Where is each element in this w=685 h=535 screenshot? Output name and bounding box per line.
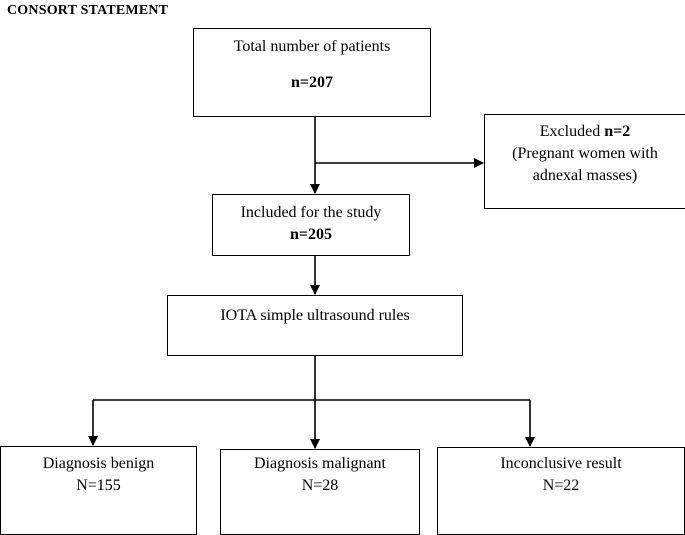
inconclusive-label: Inconclusive result xyxy=(500,455,622,472)
diagram-heading: CONSORT STATEMENT xyxy=(7,3,169,18)
excluded-note-line1: (Pregnant women with xyxy=(512,145,658,162)
included-count: n=205 xyxy=(289,226,332,243)
excluded-count: n=2 xyxy=(604,123,631,140)
total-patients-label: Total number of patients xyxy=(233,38,391,55)
malignant-box: Diagnosis malignant N=28 xyxy=(220,449,420,535)
excluded-note-line2: adnexal masses) xyxy=(532,167,638,184)
inconclusive-box: Inconclusive result N=22 xyxy=(437,447,685,535)
iota-rules-box: IOTA simple ultrasound rules xyxy=(167,295,463,356)
included-label: Included for the study xyxy=(240,204,382,221)
iota-rules-label: IOTA simple ultrasound rules xyxy=(220,307,410,324)
benign-count: N=155 xyxy=(76,477,121,494)
total-patients-count: n=207 xyxy=(290,74,333,91)
benign-box: Diagnosis benign N=155 xyxy=(0,446,197,535)
excluded-label: Excluded xyxy=(539,123,601,140)
malignant-count: N=28 xyxy=(301,477,339,494)
benign-label: Diagnosis benign xyxy=(42,455,155,472)
malignant-label: Diagnosis malignant xyxy=(254,455,386,472)
inconclusive-count: N=22 xyxy=(542,477,580,494)
excluded-box: Excluded n=2 (Pregnant women with adnexa… xyxy=(484,114,685,209)
included-box: Included for the study n=205 xyxy=(212,194,410,256)
total-patients-box: Total number of patients n=207 xyxy=(193,28,431,117)
